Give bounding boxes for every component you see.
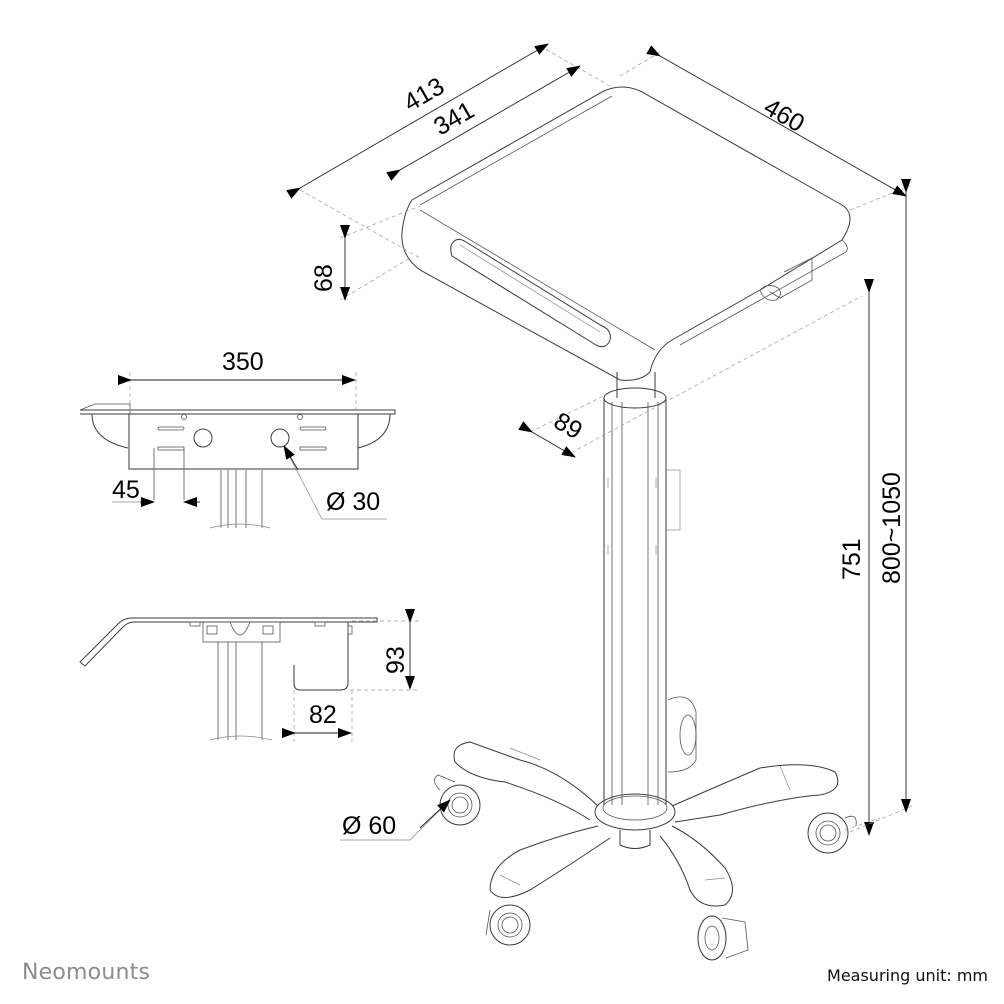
dim-label-800-1050: 800~1050 xyxy=(878,472,906,584)
dimension-350: 350 xyxy=(118,348,357,414)
dimension-800-1050: 800~1050 xyxy=(849,179,913,833)
work-surface xyxy=(401,86,851,381)
dim-label-460: 460 xyxy=(759,93,809,138)
casters xyxy=(434,774,857,961)
dimension-751: 751 xyxy=(838,279,881,836)
dimension-45: 45 xyxy=(112,476,200,507)
caster-front-right xyxy=(697,915,749,961)
dimension-caster-60: Ø 60 xyxy=(340,799,451,841)
dim-label-82: 82 xyxy=(309,701,337,729)
dim-label-hole-diameter: Ø 30 xyxy=(326,488,380,516)
brand-logo: Neomounts xyxy=(22,960,151,985)
dimension-82: 82 xyxy=(282,690,353,742)
dimension-93: 93 xyxy=(350,609,420,691)
dimension-413: 413 xyxy=(286,43,611,259)
dim-label-93: 93 xyxy=(382,646,410,674)
dim-label-68: 68 xyxy=(310,264,338,292)
bracket-side-view xyxy=(79,617,378,741)
dim-label-89: 89 xyxy=(549,407,587,445)
dimension-89: 89 xyxy=(518,295,863,458)
star-base xyxy=(453,741,839,907)
caster-front-left xyxy=(485,904,531,946)
dimension-hole-30: Ø 30 xyxy=(283,445,387,520)
dim-label-350: 350 xyxy=(222,348,264,376)
dimension-460: 460 xyxy=(619,45,911,211)
caster-back-left xyxy=(434,774,481,826)
caster-right xyxy=(807,812,857,854)
dim-label-45: 45 xyxy=(112,476,140,504)
dim-label-751: 751 xyxy=(838,538,866,580)
dimension-68: 68 xyxy=(310,205,421,301)
measuring-unit-note: Measuring unit: mm xyxy=(827,966,988,985)
dim-label-caster-diameter: Ø 60 xyxy=(342,812,396,840)
column xyxy=(603,372,697,805)
cart-isometric-view xyxy=(401,86,857,961)
